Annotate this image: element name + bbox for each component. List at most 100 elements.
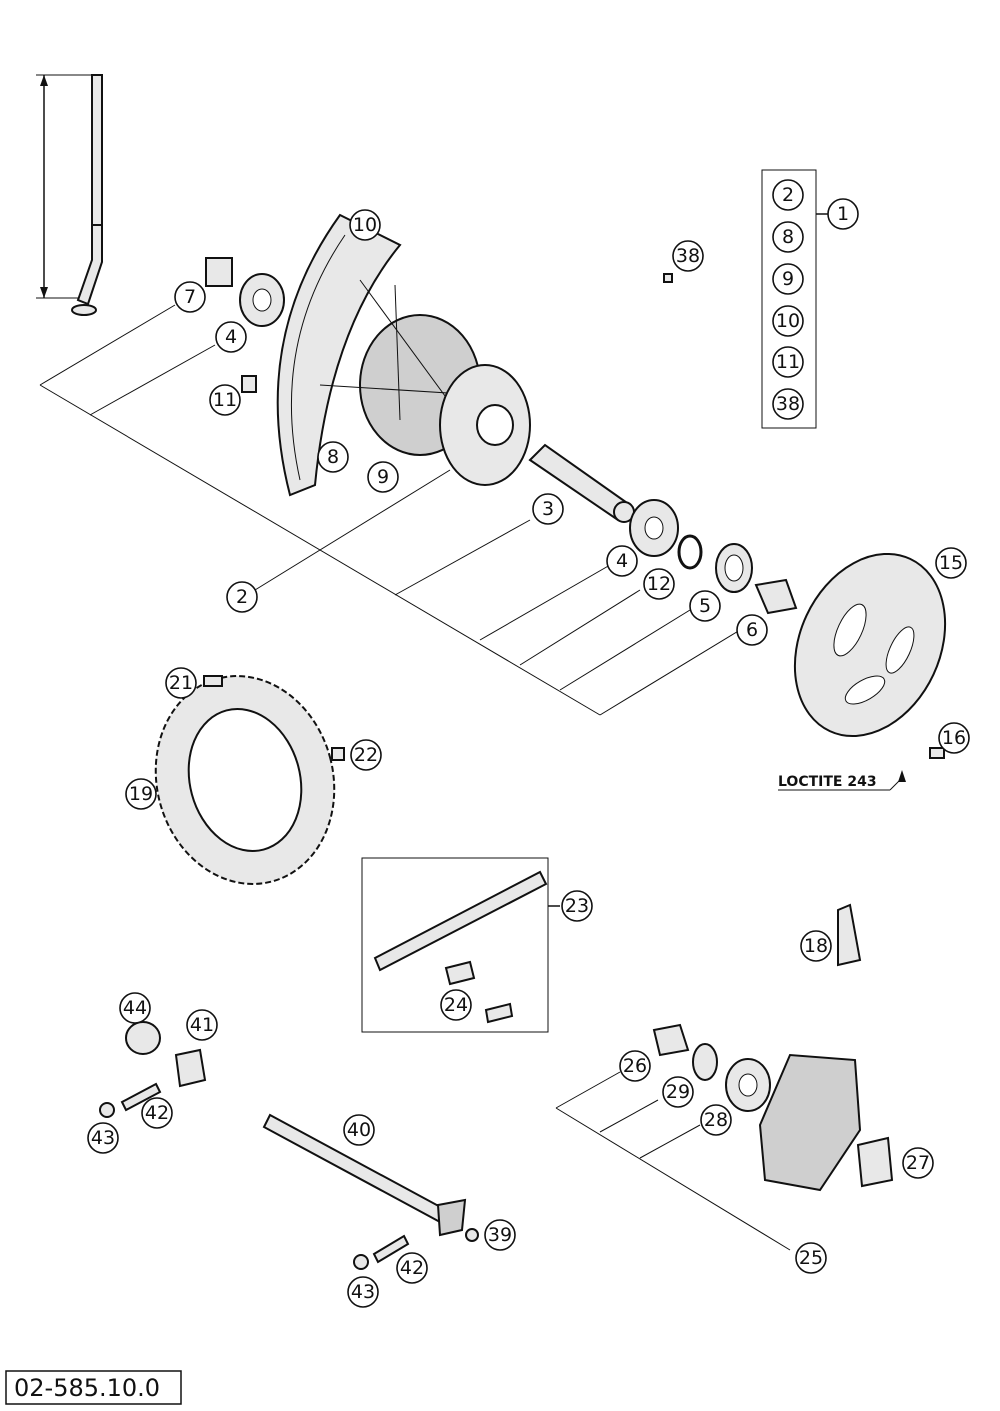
loctite-drop xyxy=(898,770,906,782)
svg-text:26: 26 xyxy=(623,1055,647,1077)
disc-bolt-16 xyxy=(929,747,945,759)
svg-text:6: 6 xyxy=(746,619,758,641)
callout-7: 7 xyxy=(174,281,206,313)
callout-43-right: 43 xyxy=(347,1276,379,1308)
svg-text:19: 19 xyxy=(129,783,153,805)
callout-9-kit: 9 xyxy=(772,263,804,295)
axle-nut-39 xyxy=(465,1228,479,1242)
svg-text:2: 2 xyxy=(782,184,794,206)
svg-text:27: 27 xyxy=(906,1152,930,1174)
callout-18: 18 xyxy=(800,930,832,962)
svg-text:8: 8 xyxy=(782,226,794,248)
svg-text:40: 40 xyxy=(347,1119,371,1141)
callout-38: 38 xyxy=(672,240,704,272)
spacer-tube-3 xyxy=(528,443,635,523)
svg-text:28: 28 xyxy=(704,1109,728,1131)
svg-text:10: 10 xyxy=(353,214,377,236)
callout-40: 40 xyxy=(343,1114,375,1146)
svg-text:2: 2 xyxy=(236,586,248,608)
brake-disc-15 xyxy=(793,552,947,738)
callout-9: 9 xyxy=(367,461,399,493)
svg-text:21: 21 xyxy=(169,672,193,694)
adjust-bolt-42-right xyxy=(372,1234,410,1264)
callout-24: 24 xyxy=(440,989,472,1021)
callout-29: 29 xyxy=(662,1076,694,1108)
spacer-44 xyxy=(125,1021,161,1055)
svg-text:42: 42 xyxy=(145,1102,169,1124)
chain-23 xyxy=(373,870,548,972)
kit-box xyxy=(761,169,817,429)
diagram-code-box xyxy=(5,1370,182,1405)
svg-text:16: 16 xyxy=(942,727,966,749)
circlip-12 xyxy=(677,534,703,570)
svg-text:7: 7 xyxy=(184,286,196,308)
svg-text:24: 24 xyxy=(444,994,468,1016)
svg-text:11: 11 xyxy=(213,389,237,411)
svg-text:22: 22 xyxy=(354,744,378,766)
svg-text:5: 5 xyxy=(699,595,711,617)
leader-lines-upper xyxy=(39,304,741,716)
svg-text:42: 42 xyxy=(400,1257,424,1279)
sprocket-bolt-21 xyxy=(203,675,223,687)
chain-box xyxy=(361,857,549,1033)
callout-25: 25 xyxy=(795,1242,827,1274)
svg-text:11: 11 xyxy=(776,351,800,373)
callout-16: 16 xyxy=(938,722,970,754)
callout-42-right: 42 xyxy=(396,1252,428,1284)
svg-text:43: 43 xyxy=(351,1281,375,1303)
callout-1: 1 xyxy=(827,198,859,230)
sprocket-nut-22 xyxy=(331,747,345,761)
hub xyxy=(319,279,531,486)
callout-38-kit: 38 xyxy=(772,388,804,420)
adjust-bolt-42-left xyxy=(120,1082,162,1112)
callout-21: 21 xyxy=(165,667,197,699)
callout-6: 6 xyxy=(736,614,768,646)
chain-link-24 xyxy=(444,960,476,986)
callout-15: 15 xyxy=(935,547,967,579)
nipple-38 xyxy=(663,273,673,283)
svg-text:4: 4 xyxy=(225,326,237,348)
diagram-code: 02-585.10.0 xyxy=(14,1374,160,1402)
leader-lines-lower xyxy=(555,1071,791,1251)
callout-42-left: 42 xyxy=(141,1097,173,1129)
damper-27 xyxy=(856,1136,894,1188)
callout-8-kit: 8 xyxy=(772,221,804,253)
callout-27: 27 xyxy=(902,1147,934,1179)
svg-text:41: 41 xyxy=(190,1014,214,1036)
callout-10-kit: 10 xyxy=(772,305,804,337)
seal-29 xyxy=(692,1043,718,1081)
callout-11-kit: 11 xyxy=(772,346,804,378)
svg-text:12: 12 xyxy=(647,573,671,595)
svg-text:39: 39 xyxy=(488,1224,512,1246)
callout-41: 41 xyxy=(186,1009,218,1041)
svg-text:4: 4 xyxy=(616,550,628,572)
callout-2: 2 xyxy=(226,581,258,613)
svg-text:15: 15 xyxy=(939,552,963,574)
svg-text:8: 8 xyxy=(327,446,339,468)
svg-text:38: 38 xyxy=(776,393,800,415)
svg-text:9: 9 xyxy=(782,268,794,290)
svg-text:18: 18 xyxy=(804,935,828,957)
callout-12: 12 xyxy=(643,568,675,600)
svg-text:23: 23 xyxy=(565,895,589,917)
callout-2-kit: 2 xyxy=(772,179,804,211)
svg-text:3: 3 xyxy=(542,498,554,520)
loctite-label: LOCTITE 243 xyxy=(778,774,877,790)
callout-8: 8 xyxy=(317,441,349,473)
callout-4-upper: 4 xyxy=(215,321,247,353)
svg-text:38: 38 xyxy=(676,245,700,267)
callout-23: 23 xyxy=(561,890,593,922)
callout-5: 5 xyxy=(689,590,721,622)
callout-10: 10 xyxy=(349,209,381,241)
spoke xyxy=(36,74,103,316)
nut-43-left xyxy=(99,1102,115,1118)
spacer-6 xyxy=(754,578,798,615)
callout-39: 39 xyxy=(484,1219,516,1251)
svg-text:29: 29 xyxy=(666,1081,690,1103)
callout-43-left: 43 xyxy=(87,1122,119,1154)
sprocket-19 xyxy=(154,675,336,885)
spacer-26 xyxy=(652,1023,690,1057)
callout-3: 3 xyxy=(532,493,564,525)
callouts: 1 2 8 9 10 11 38 38 10 7 4 11 8 9 2 3 4 … xyxy=(87,179,970,1308)
